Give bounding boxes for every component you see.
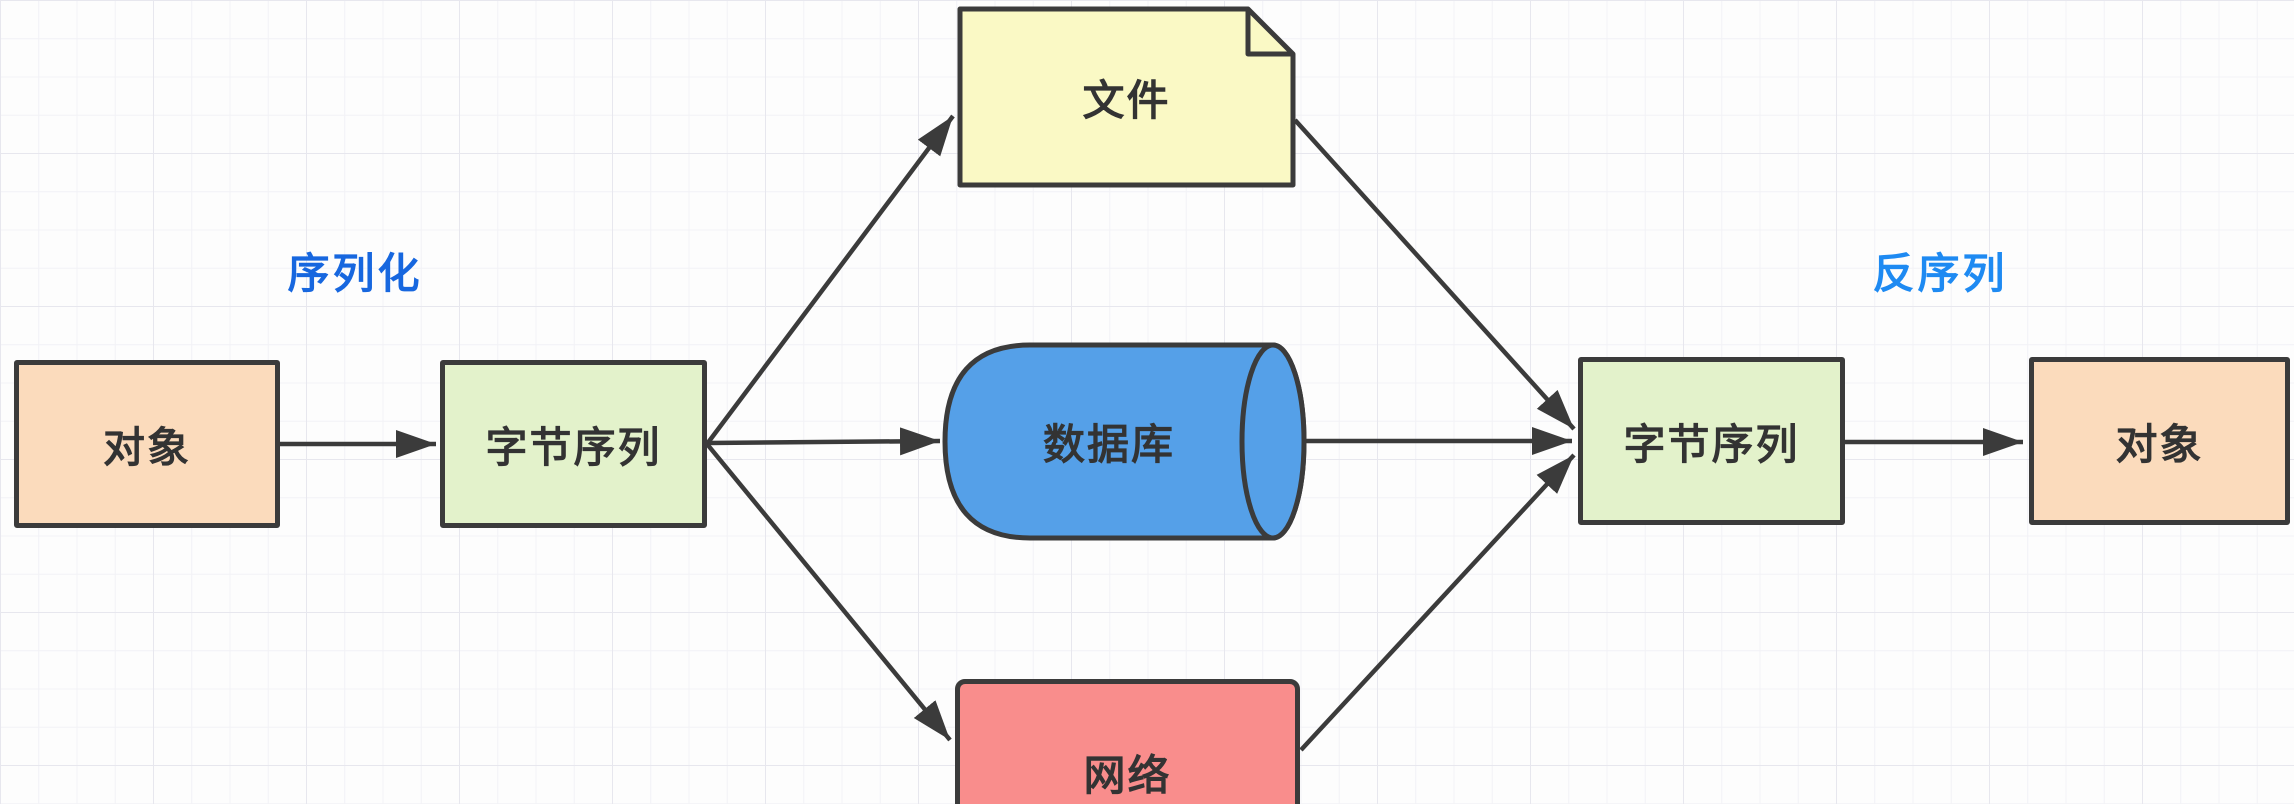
node-network[interactable]: 网络 bbox=[955, 679, 1300, 804]
node-network-label: 网络 bbox=[1083, 751, 1172, 799]
serialize-label[interactable]: 序列化 bbox=[287, 250, 423, 297]
node-object-right[interactable]: 对象 bbox=[2029, 357, 2290, 525]
edge-bytes-left-to-file[interactable] bbox=[705, 114, 955, 446]
node-object-right-label: 对象 bbox=[2115, 420, 2204, 468]
node-object-left-label: 对象 bbox=[102, 423, 191, 471]
edge-file-to-bytes-right[interactable] bbox=[1293, 118, 1576, 431]
file-fold-corner bbox=[1245, 9, 1293, 57]
node-bytes-left-label: 字节序列 bbox=[485, 423, 662, 471]
node-bytes-right-label: 字节序列 bbox=[1623, 420, 1800, 468]
node-bytes-right[interactable]: 字节序列 bbox=[1578, 357, 1845, 525]
file-note-shape[interactable] bbox=[957, 6, 1296, 188]
node-object-left[interactable]: 对象 bbox=[14, 360, 280, 528]
deserialize-label[interactable]: 反序列 bbox=[1872, 250, 2008, 297]
edge-bytes-left-to-network[interactable] bbox=[705, 442, 952, 742]
node-bytes-left[interactable]: 字节序列 bbox=[440, 360, 707, 528]
edge-network-to-bytes-right[interactable] bbox=[1299, 453, 1576, 752]
node-file[interactable] bbox=[957, 6, 1296, 188]
edge-bytes-left-to-database[interactable] bbox=[706, 427, 941, 456]
node-database[interactable] bbox=[942, 342, 1307, 541]
database-cylinder-rim bbox=[1239, 342, 1307, 541]
